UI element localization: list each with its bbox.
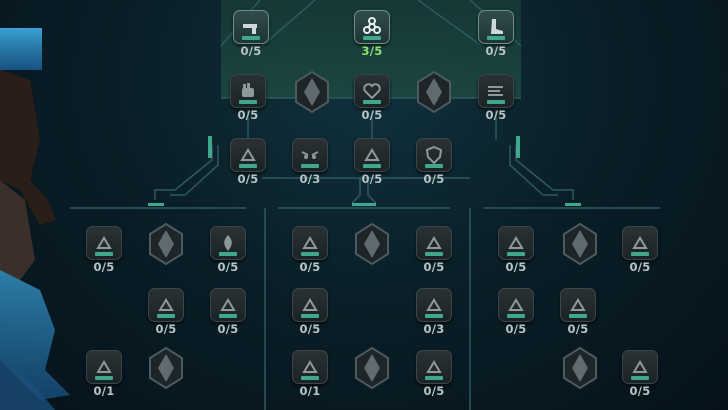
- node-tick: [363, 164, 381, 168]
- node-tick: [363, 36, 381, 40]
- node-tick: [425, 164, 443, 168]
- skill-rank-count: 0/5: [93, 260, 115, 274]
- skill-rank-count: 0/3: [423, 322, 445, 336]
- node-tick: [301, 376, 319, 380]
- skill-rank-count: 0/5: [629, 260, 651, 274]
- node-tick: [425, 252, 443, 256]
- skill-rank-count: 0/5: [155, 322, 177, 336]
- skill-rank-count: 0/5: [299, 322, 321, 336]
- skill-rank-count: 0/1: [93, 384, 115, 398]
- skill-rank-count: 0/5: [240, 44, 262, 58]
- node-tick: [95, 252, 113, 256]
- node-tick: [301, 314, 319, 318]
- skill-rank-count: 0/5: [237, 108, 259, 122]
- horned-emblem-icon: [410, 68, 458, 116]
- skill-rank-count: 0/5: [423, 260, 445, 274]
- skill-rank-count: 0/5: [217, 322, 239, 336]
- skill-rank-count: 0/5: [423, 384, 445, 398]
- node-tick: [242, 36, 260, 40]
- helmet-emblem-icon: [142, 344, 190, 392]
- character-portrait: [0, 28, 70, 410]
- node-tick: [239, 164, 257, 168]
- card-icon: [86, 350, 122, 384]
- skill-rank-count: 0/5: [485, 44, 507, 58]
- node-tick: [425, 314, 443, 318]
- node-tick: [157, 314, 175, 318]
- node-tick: [301, 164, 319, 168]
- skill-rank-count: 0/5: [237, 172, 259, 186]
- skill-rank-count: 0/5: [217, 260, 239, 274]
- boot-speed-icon: [478, 10, 514, 44]
- skill-rank-count: 0/5: [361, 172, 383, 186]
- node-tick: [219, 314, 237, 318]
- skill-rank-count: 0/5: [505, 322, 527, 336]
- figure-emblem-icon: [142, 220, 190, 268]
- skill-rank-count: 0/5: [505, 260, 527, 274]
- skill-rank-count: 3/5: [361, 44, 383, 58]
- node-tick: [507, 314, 525, 318]
- node-tick: [487, 100, 505, 104]
- node-tick: [363, 100, 381, 104]
- node-tick: [95, 376, 113, 380]
- node-tick: [631, 376, 649, 380]
- node-tick: [569, 314, 587, 318]
- node-tick: [425, 376, 443, 380]
- wind-lines-icon: [478, 74, 514, 108]
- skill-rank-count: 0/5: [485, 108, 507, 122]
- node-tick: [631, 252, 649, 256]
- skill-rank-count: 0/5: [567, 322, 589, 336]
- skill-rank-count: 0/5: [299, 260, 321, 274]
- dancer-emblem-icon: [348, 220, 396, 268]
- node-tick: [487, 36, 505, 40]
- skill-rank-count: 0/5: [423, 172, 445, 186]
- node-tick: [301, 252, 319, 256]
- skill-rank-count: 0/5: [361, 108, 383, 122]
- creature-emblem-icon: [556, 220, 604, 268]
- skill-rank-count: 0/3: [299, 172, 321, 186]
- node-tick: [239, 100, 257, 104]
- hooded-emblem-icon: [556, 344, 604, 392]
- mask-emblem-icon: [288, 68, 336, 116]
- skill-rank-count: 0/5: [629, 384, 651, 398]
- node-tick: [507, 252, 525, 256]
- skill-rank-count: 0/1: [299, 384, 321, 398]
- node-tick: [219, 252, 237, 256]
- warrior-emblem-icon: [348, 344, 396, 392]
